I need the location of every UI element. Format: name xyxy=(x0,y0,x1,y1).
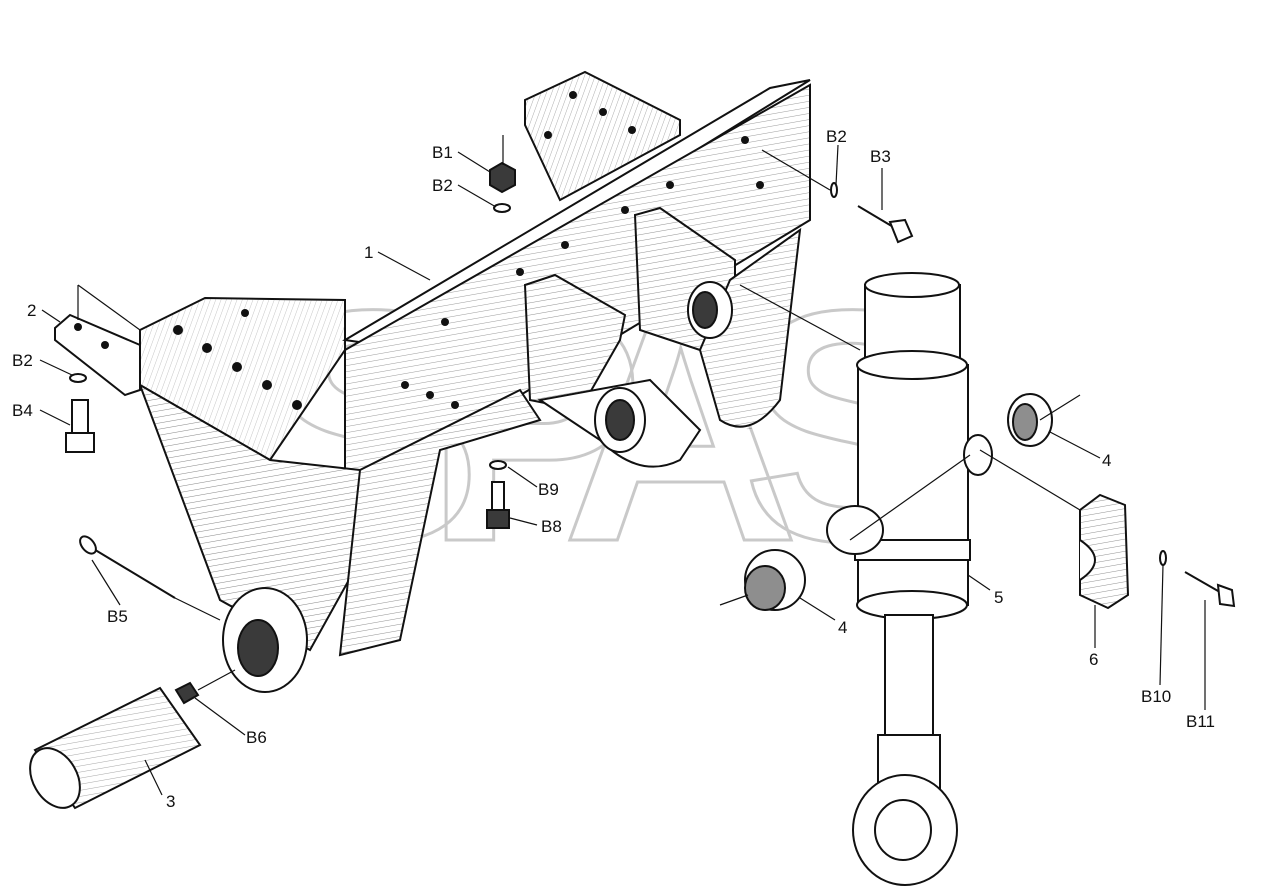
cylinder-part-5 xyxy=(826,272,993,886)
label-b2-left: B2 xyxy=(12,351,33,370)
label-b3: B3 xyxy=(870,147,891,166)
bolt-b3 xyxy=(830,182,914,244)
washer-b10 xyxy=(1159,550,1167,566)
label-part-5: 5 xyxy=(994,588,1003,607)
part-labels: B1 B2 B2 B3 1 2 B2 B4 B9 B8 B5 B6 3 4 4 … xyxy=(12,127,1215,811)
label-b11: B11 xyxy=(1186,712,1215,731)
label-b6: B6 xyxy=(246,728,267,747)
clamp-part-6 xyxy=(1079,493,1130,610)
label-b1: B1 xyxy=(432,143,453,162)
plate-part-2 xyxy=(54,313,141,397)
label-b5: B5 xyxy=(107,607,128,626)
label-b8: B8 xyxy=(541,517,562,536)
bolt-b8 xyxy=(486,460,510,529)
label-b10: B10 xyxy=(1141,687,1171,706)
label-part-4-right: 4 xyxy=(1102,451,1111,470)
label-part-2: 2 xyxy=(27,301,36,320)
label-part-3: 3 xyxy=(166,792,175,811)
label-b9: B9 xyxy=(538,480,559,499)
frame-bracket-part-1 xyxy=(138,70,811,693)
bolt-b4 xyxy=(65,373,95,453)
label-b2-nut: B2 xyxy=(432,176,453,195)
grease-nipple-b6 xyxy=(174,681,200,705)
pin-part-3 xyxy=(29,686,202,810)
label-b2-right: B2 xyxy=(826,127,847,146)
label-part-6: 6 xyxy=(1089,650,1098,669)
bushing-part-4-right xyxy=(1007,393,1053,447)
label-part-1: 1 xyxy=(364,243,373,262)
leader-lines xyxy=(39,135,1206,796)
label-b4: B4 xyxy=(12,401,33,420)
bolt-b11 xyxy=(1184,571,1236,608)
bolt-b5 xyxy=(79,535,176,599)
nut-b1 xyxy=(489,161,516,213)
bushing-part-4-left xyxy=(744,549,806,611)
label-part-4-left: 4 xyxy=(838,618,847,637)
